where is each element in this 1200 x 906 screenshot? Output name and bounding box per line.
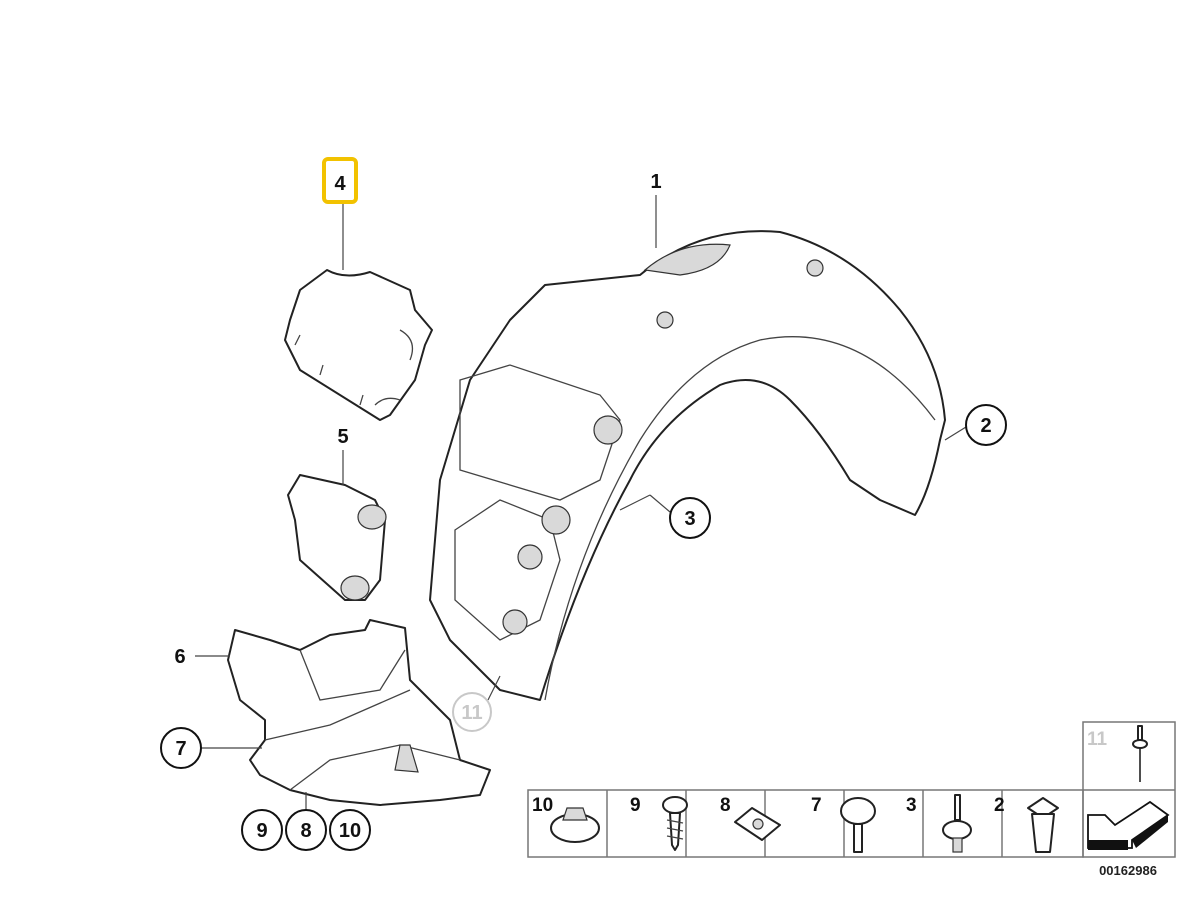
table-cell-8[interactable]: 8 (720, 795, 781, 841)
callout-1-label: 1 (650, 171, 661, 193)
highlight-box (322, 157, 358, 204)
callout-4-label: 4 (334, 173, 346, 195)
callout-8[interactable]: 8 (285, 809, 327, 851)
svg-text:3: 3 (684, 508, 695, 530)
spring-nut-clip-icon (734, 807, 781, 841)
svg-text:9: 9 (630, 795, 641, 816)
plastic-expansion-nut-icon (1027, 797, 1059, 853)
callout-7[interactable]: 7 (160, 727, 202, 769)
svg-text:7: 7 (175, 738, 186, 760)
svg-text:11: 11 (461, 702, 482, 724)
part-5-cover[interactable] (287, 474, 387, 601)
callout-4-highlighted[interactable]: 4 (322, 157, 358, 204)
diagram-id: 00162986 (1099, 863, 1157, 878)
callout-11[interactable]: 11 (452, 692, 492, 732)
direction-arrow-icon (1087, 800, 1170, 850)
part-6-7-lower-cover[interactable] (227, 619, 491, 806)
svg-text:2: 2 (980, 415, 991, 437)
svg-text:9: 9 (256, 820, 267, 842)
leader-11 (487, 675, 501, 701)
svg-text:8: 8 (720, 795, 731, 816)
parts-table (527, 721, 1176, 858)
svg-text:8: 8 (300, 820, 311, 842)
flat-head-bolt-icon (840, 797, 876, 853)
table-cell-9[interactable]: 9 (630, 795, 688, 851)
hex-collar-nut-icon (550, 807, 600, 843)
table-cell-7[interactable]: 7 (811, 795, 876, 853)
svg-text:10: 10 (339, 820, 361, 842)
callout-5-label: 5 (337, 426, 348, 448)
expanding-rivet-icon (942, 794, 972, 853)
callout-6-label: 6 (174, 646, 185, 668)
svg-text:10: 10 (532, 795, 553, 816)
table-cell-2[interactable]: 2 (994, 795, 1059, 853)
leader-3a (619, 494, 651, 511)
self-tapping-screw-icon (662, 796, 688, 851)
table-cell-10[interactable]: 10 (532, 795, 600, 843)
part-1-wheel-arch-liner[interactable] (429, 230, 946, 701)
blind-rivet-icon (1132, 725, 1148, 782)
callout-10[interactable]: 10 (329, 809, 371, 851)
svg-text:11: 11 (1087, 729, 1108, 750)
callout-9[interactable]: 9 (241, 809, 283, 851)
svg-text:3: 3 (906, 795, 917, 816)
callout-3[interactable]: 3 (669, 497, 711, 539)
table-cell-3[interactable]: 3 (906, 794, 972, 853)
leader-3b (649, 494, 671, 513)
svg-text:7: 7 (811, 795, 822, 816)
svg-text:2: 2 (994, 795, 1005, 816)
callout-2[interactable]: 2 (965, 404, 1007, 446)
part-4-cover[interactable] (284, 269, 433, 421)
table-cell-11[interactable]: 11 (1087, 725, 1148, 782)
leader-2 (944, 426, 967, 441)
